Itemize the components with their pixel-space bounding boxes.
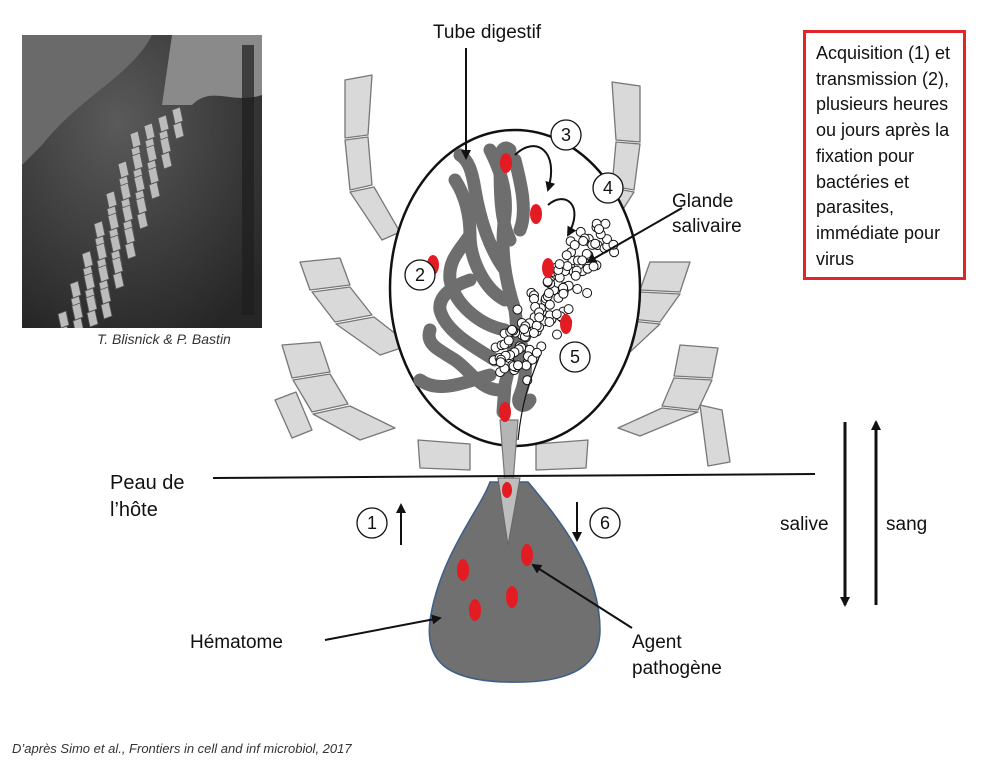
- label-glande-salivaire: Glande salivaire: [672, 190, 782, 239]
- gland-acinus: [589, 262, 598, 271]
- pathogen: [506, 586, 518, 608]
- gland-acinus: [543, 277, 552, 286]
- gland-acinus: [522, 361, 531, 370]
- pathogen: [500, 153, 512, 173]
- gland-acinus: [513, 305, 522, 314]
- gland-acinus: [529, 329, 538, 338]
- pathogen: [521, 544, 533, 566]
- step-number-5: 5: [560, 346, 590, 368]
- gland-acinus: [564, 305, 573, 314]
- label-tube-digestif: Tube digestif: [433, 20, 541, 46]
- gland-acinus: [579, 237, 588, 246]
- gland-acinus: [578, 256, 587, 265]
- hematoma: [429, 482, 600, 682]
- gland-acinus: [496, 358, 505, 367]
- step-number-4: 4: [593, 177, 623, 199]
- step-number-6: 6: [590, 512, 620, 534]
- gland-acinus: [591, 239, 600, 248]
- gland-acinus: [545, 300, 554, 309]
- citation: D’après Simo et al., Frontiers in cell a…: [12, 740, 352, 758]
- label-agent-pathogene: Agent pathogène: [632, 630, 742, 681]
- info-box: Acquisition (1) et transmission (2), plu…: [803, 30, 966, 280]
- gland-acinus: [555, 260, 564, 269]
- photo-credit: T. Blisnick & P. Bastin: [97, 330, 231, 349]
- gland-acinus: [571, 271, 580, 280]
- pathogen: [499, 402, 511, 422]
- sem-photo-image: [22, 35, 262, 328]
- info-box-text: Acquisition (1) et transmission (2), plu…: [816, 43, 950, 269]
- gland-acinus: [535, 313, 544, 322]
- sem-photo: [22, 35, 262, 328]
- pathogen: [542, 258, 554, 278]
- gland-acinus: [520, 325, 529, 334]
- gland-acinus: [508, 325, 517, 334]
- pathogen: [457, 559, 469, 581]
- gland-acinus: [545, 318, 554, 327]
- label-sang: sang: [886, 512, 927, 538]
- gland-acinus: [552, 310, 561, 319]
- label-hematome: Hématome: [190, 630, 283, 656]
- gland-acinus: [544, 289, 553, 298]
- label-peau-hote: Peau de l’hôte: [110, 470, 200, 524]
- gland-acinus: [504, 336, 513, 345]
- pathogen: [560, 314, 572, 334]
- step-number-1: 1: [357, 512, 387, 534]
- step-number-3: 3: [551, 124, 581, 146]
- pathogen: [530, 204, 542, 224]
- gland-acinus: [553, 330, 562, 339]
- pathogen: [502, 482, 512, 498]
- step-number-2: 2: [405, 264, 435, 286]
- hematome-arrow: [325, 618, 440, 640]
- gland-acinus: [562, 251, 571, 260]
- label-salive: salive: [780, 512, 829, 538]
- gland-acinus: [595, 225, 604, 234]
- gland-acinus: [573, 285, 582, 294]
- gland-acinus: [559, 289, 568, 298]
- gland-acinus: [583, 289, 592, 298]
- gland-acinus: [570, 241, 579, 250]
- pathogen: [469, 599, 481, 621]
- gland-acinus: [514, 361, 523, 370]
